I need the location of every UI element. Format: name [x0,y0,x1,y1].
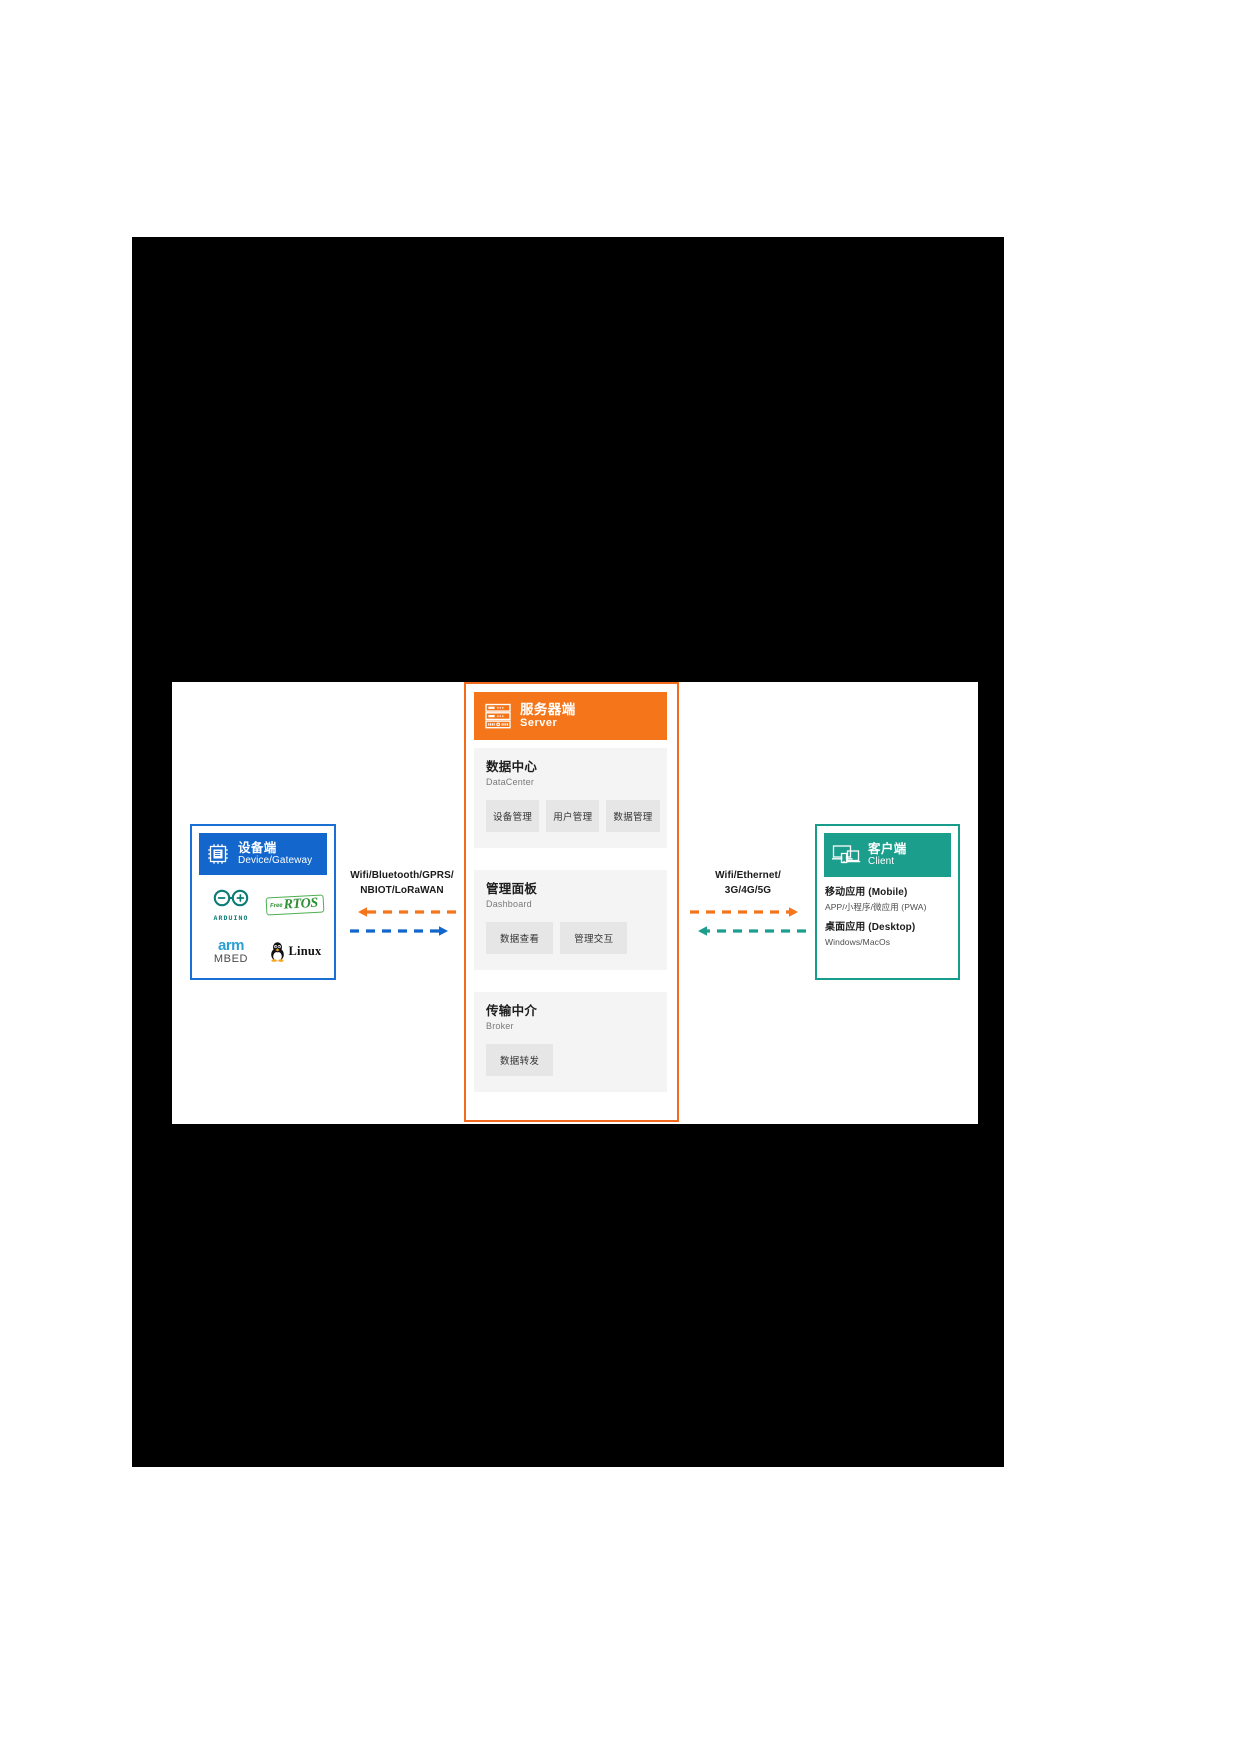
linux-logo-label: Linux [288,943,322,958]
datacenter-title-cn: 数据中心 [486,760,538,774]
freertos-logo-label: RTOS [283,895,319,913]
architecture-diagram-canvas: 设备端 Device/Gateway [172,682,978,1124]
tux-penguin-icon [270,941,284,962]
arduino-logo: ARDUINO [210,888,252,922]
arduino-logo-label: ARDUINO [213,914,249,922]
device-logo-grid: ARDUINO Free RTOS arm MBED [199,882,327,974]
freertos-logo-prefix: Free [269,902,283,910]
server-panel-header-text: 服务器端 Server [520,702,576,730]
client-mobile-title: 移动应用 (Mobile) [825,887,908,898]
client-panel-header-text: 客户端 Client [868,842,907,868]
chip-device-management[interactable]: 设备管理 [486,800,540,832]
server-client-link-label: Wifi/Ethernet/ 3G/4G/5G [680,868,816,898]
linux-logo: Linux [269,941,322,962]
client-desktop-detail: Windows/MacOs [825,937,891,947]
client-mobile-detail: APP/小程序/微应用 (PWA) [825,902,927,912]
datacenter-title-en: DataCenter [486,777,535,787]
device-server-arrows [350,907,456,936]
dashboard-title-en: Dashboard [486,899,532,909]
server-section-broker: 传输中介 Broker 数据转发 [474,992,667,1092]
server-client-link-label-line2: 3G/4G/5G [724,885,772,896]
orange-arrow-right-head [789,907,798,917]
client-desktop-title: 桌面应用 (Desktop) [825,922,916,933]
device-panel[interactable]: 设备端 Device/Gateway [190,824,336,980]
dashboard-chip-row: 数据查看 管理交互 [486,922,667,954]
client-panel-header: 客户端 Client [824,833,951,877]
server-section-datacenter: 数据中心 DataCenter 设备管理 用户管理 数据管理 [474,748,667,848]
broker-title-en: Broker [486,1021,514,1031]
server-title-en: Server [520,717,558,729]
client-group-mobile: 移动应用 (Mobile) APP/小程序/微应用 (PWA) [825,886,953,913]
arduino-infinity-icon [213,889,249,907]
server-rack-icon [483,701,513,731]
freertos-logo: Free RTOS [265,894,325,916]
client-title-en: Client [868,856,895,867]
device-server-link-label-line2: NBIOT/LoRaWAN [360,885,444,896]
broker-chip-row: 数据转发 [486,1044,667,1076]
server-title-cn: 服务器端 [520,702,576,717]
client-panel[interactable]: 客户端 Client 移动应用 (Mobile) APP/小程序/微应用 (PW… [815,824,960,980]
server-section-dashboard: 管理面板 Dashboard 数据查看 管理交互 [474,870,667,970]
device-panel-header: 设备端 Device/Gateway [199,833,327,875]
client-panel-body: 移动应用 (Mobile) APP/小程序/微应用 (PWA) 桌面应用 (De… [825,886,953,948]
server-panel[interactable]: 服务器端 Server 数据中心 DataCenter 设备管理 用户管理 数据… [464,682,679,1122]
chip-user-management[interactable]: 用户管理 [546,800,600,832]
device-server-link-label: Wifi/Bluetooth/GPRS/ NBIOT/LoRaWAN [338,868,466,898]
arm-mbed-logo-label: arm [217,936,245,954]
server-panel-header: 服务器端 Server [474,692,667,740]
server-client-arrows [690,907,806,936]
teal-arrow-left-head [698,926,707,936]
chip-management-interaction[interactable]: 管理交互 [560,922,628,954]
microchip-icon [205,841,231,867]
chip-data-view[interactable]: 数据查看 [486,922,554,954]
server-client-link-label-line1: Wifi/Ethernet/ [715,870,781,881]
blue-arrow-right-head [439,926,448,936]
datacenter-chip-row: 设备管理 用户管理 数据管理 [486,800,667,832]
devices-icon [831,842,861,868]
client-title-cn: 客户端 [868,842,907,856]
device-panel-header-text: 设备端 Device/Gateway [238,841,312,867]
broker-title-cn: 传输中介 [486,1004,538,1018]
orange-arrow-left-head [358,907,367,917]
arm-mbed-logo-sublabel: MBED [213,952,249,965]
chip-data-forwarding[interactable]: 数据转发 [486,1044,554,1076]
device-server-link-label-line1: Wifi/Bluetooth/GPRS/ [350,870,454,881]
device-title-en: Device/Gateway [238,855,313,866]
client-group-desktop: 桌面应用 (Desktop) Windows/MacOs [825,921,953,948]
chip-data-management[interactable]: 数据管理 [606,800,660,832]
device-title-cn: 设备端 [238,841,277,855]
arm-mbed-logo: arm MBED [214,938,248,965]
dashboard-title-cn: 管理面板 [486,882,538,896]
